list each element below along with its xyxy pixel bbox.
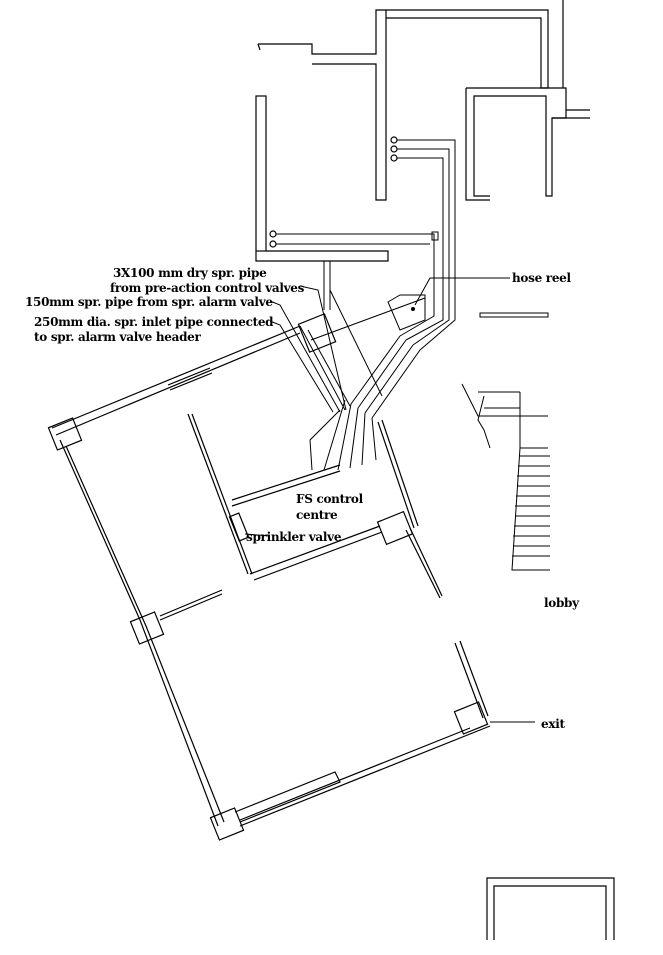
stairs <box>461 383 550 571</box>
lobby-label: lobby <box>544 596 579 610</box>
sprinkler-valve-label: sprinkler valve <box>246 530 342 544</box>
hose-reel-label: hose reel <box>512 271 571 285</box>
fs-control-label-1: FS control <box>296 492 363 506</box>
lower-right-structure <box>486 877 615 940</box>
dry-pipe-label-1: 3X100 mm dry spr. pipe <box>113 266 267 280</box>
sprinkler-pipes <box>276 139 549 471</box>
leader-lines <box>244 277 535 723</box>
inlet-pipe-label-2: to spr. alarm valve header <box>34 330 201 344</box>
main-building-walls <box>47 313 491 841</box>
exit-label: exit <box>541 717 565 731</box>
fs-control-label-2: centre <box>296 508 338 522</box>
inlet-pipe-label-1: 250mm dia. spr. inlet pipe connected <box>34 315 274 329</box>
dry-pipe-label-2: from pre-action control valves <box>110 281 305 295</box>
sprinkler-heads <box>269 136 398 248</box>
alarm-pipe-label: 150mm spr. pipe from spr. alarm valve <box>25 295 273 309</box>
upper-building-walls <box>255 0 590 262</box>
